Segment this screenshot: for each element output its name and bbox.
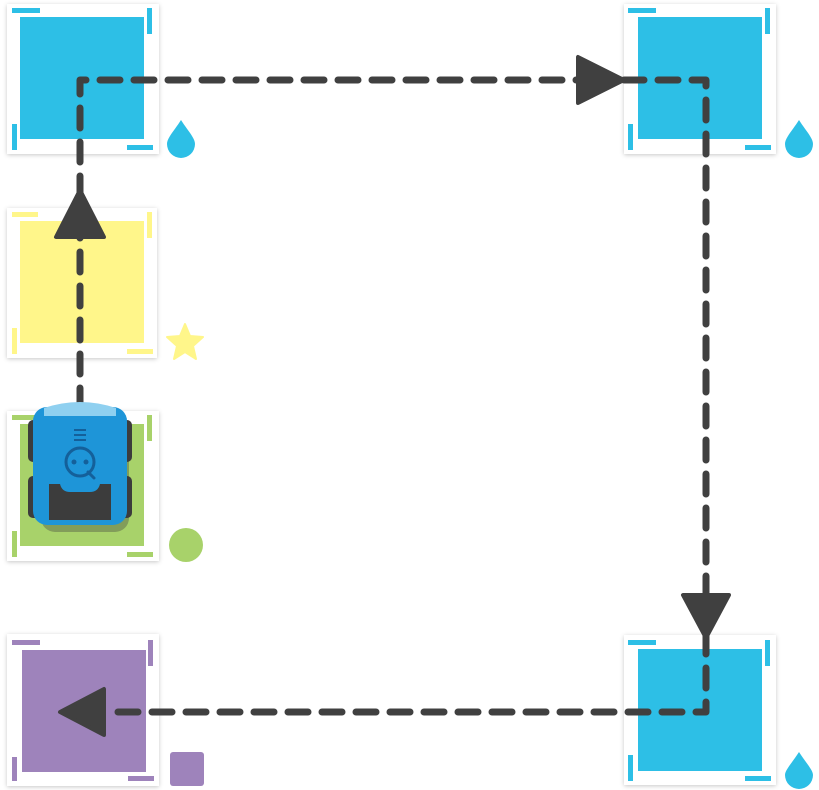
arrow-right-icon	[576, 55, 626, 105]
water-drop-icon	[785, 120, 813, 158]
water-drop-icon	[785, 752, 813, 789]
water-drop-icon	[167, 120, 195, 158]
path-line	[76, 76, 710, 716]
arrow-down-icon	[681, 593, 731, 640]
star-icon	[166, 323, 204, 360]
circle-icon	[169, 528, 203, 562]
arrow-left-icon	[58, 687, 106, 737]
arrow-up-icon	[54, 188, 106, 239]
robot-icon	[28, 402, 132, 532]
square-icon	[170, 752, 204, 786]
